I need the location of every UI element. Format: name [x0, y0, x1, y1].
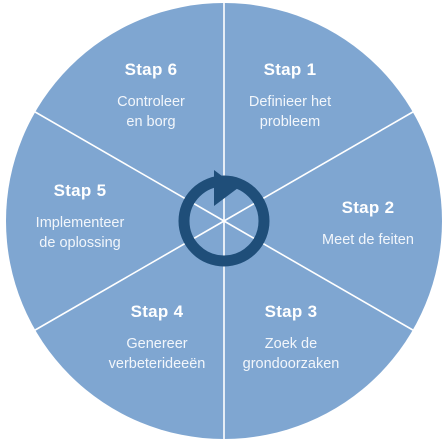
step-2: Stap 2 Meet de feiten — [322, 198, 414, 250]
step-5: Stap 5 Implementeer de oplossing — [36, 181, 125, 253]
step-3: Stap 3 Zoek de grondoorzaken — [243, 302, 340, 374]
step-5-desc-line-2: de oplossing — [39, 235, 121, 251]
step-4-desc-line-1: Genereer — [126, 336, 188, 352]
step-3-desc-line-1: Zoek de — [264, 336, 318, 352]
step-4-desc-line-2: verbeterideeën — [108, 356, 206, 372]
cycle-arrowhead — [214, 170, 238, 206]
step-1-desc-line-2: probleem — [259, 114, 321, 130]
step-6-title: Stap 6 — [124, 60, 178, 79]
step-2-title: Stap 2 — [341, 198, 395, 217]
step-1: Stap 1 Definieer het probleem — [249, 60, 331, 132]
cycle-arrow-icon — [178, 170, 270, 267]
step-1-desc-line-1: Definieer het — [248, 94, 332, 110]
segment-dividers — [34, 3, 414, 439]
step-6-desc-line-2: en borg — [126, 114, 176, 130]
step-5-desc-line-1: Implementeer — [35, 215, 125, 231]
step-6-desc-line-1: Controleer — [117, 94, 185, 110]
step-4: Stap 4 Genereer verbeterideeën — [109, 302, 206, 374]
step-2-desc-line-1: Meet de feiten — [322, 232, 414, 248]
step-6: Stap 6 Controleer en borg — [117, 60, 185, 132]
step-3-desc-line-2: grondoorzaken — [242, 356, 340, 372]
step-3-title: Stap 3 — [264, 302, 318, 321]
step-1-title: Stap 1 — [263, 60, 317, 79]
step-5-title: Stap 5 — [53, 181, 107, 200]
step-4-title: Stap 4 — [130, 302, 184, 321]
